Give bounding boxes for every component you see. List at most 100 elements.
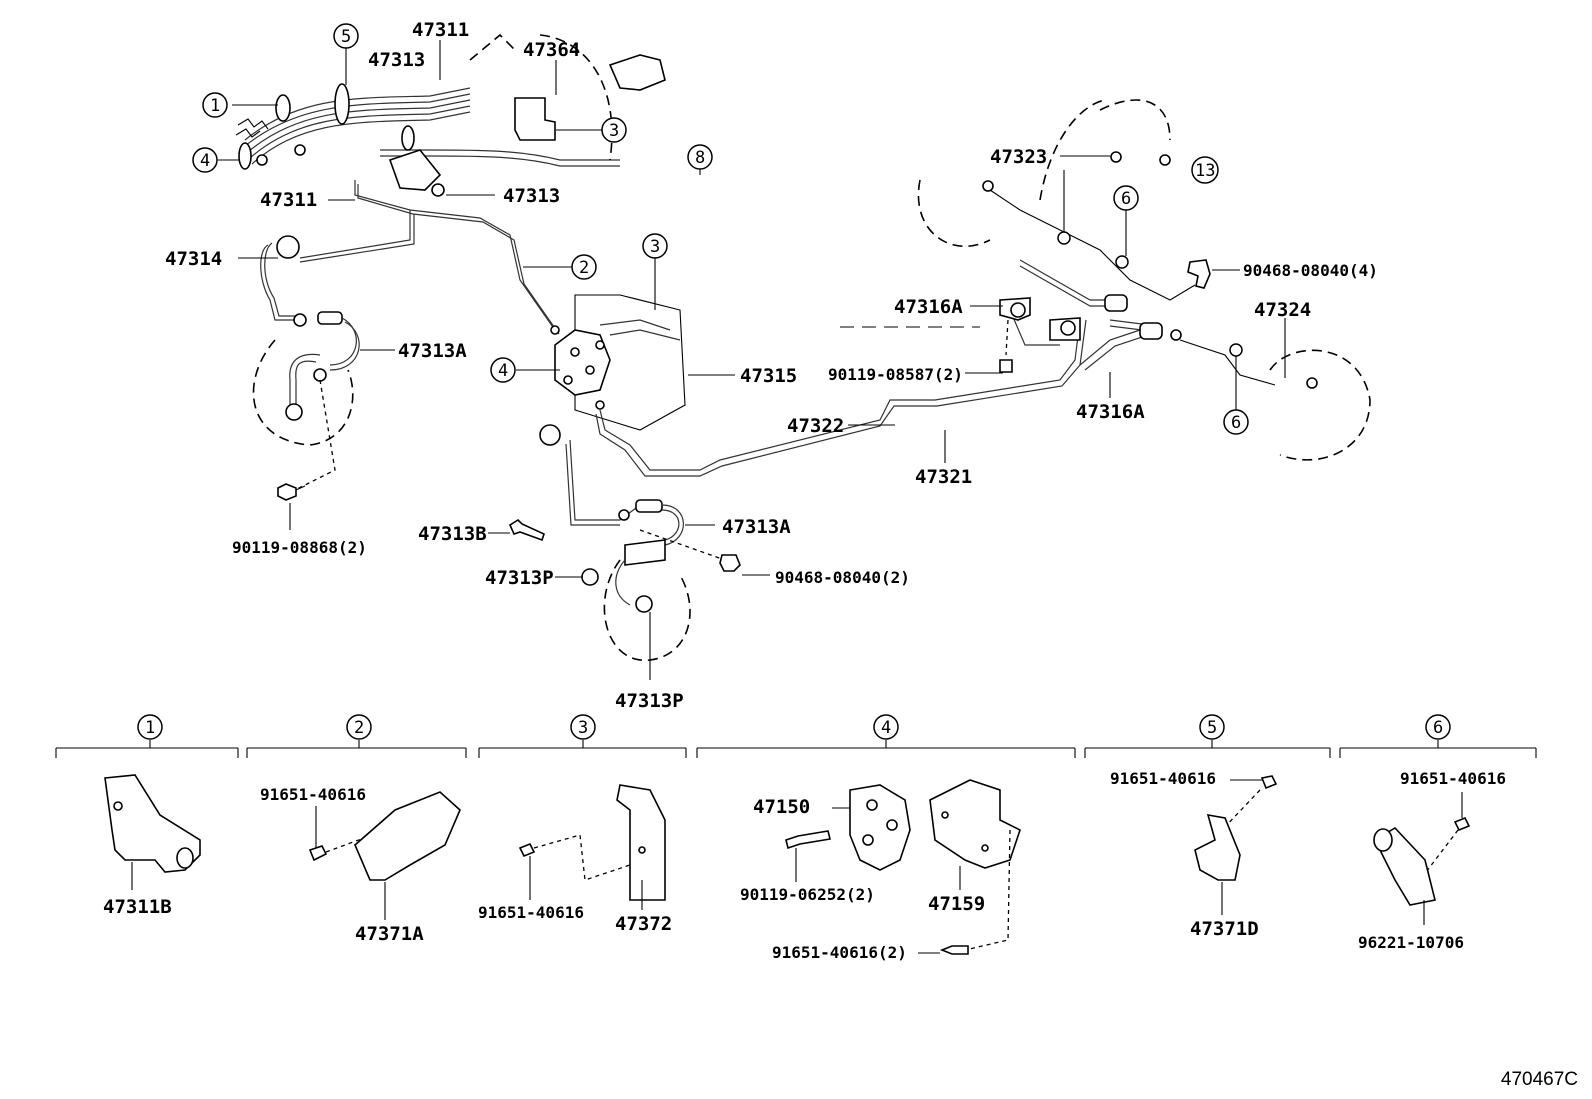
clamp-point (1229, 343, 1243, 357)
port (866, 799, 878, 811)
clamp-point (1115, 255, 1129, 269)
bracket-47364 (514, 97, 556, 141)
nut (431, 183, 445, 197)
label-96221-10706: 96221-10706 (1358, 933, 1464, 952)
hole (113, 801, 123, 811)
banjo (285, 403, 303, 421)
label-90119-08587: 90119-08587(2) (828, 365, 963, 384)
label-47316A: 47316A (1076, 401, 1145, 423)
rear-area (840, 99, 1371, 461)
label-47314: 47314 (165, 248, 222, 270)
label-90119-06252: 90119-06252(2) (740, 885, 875, 904)
bolt-90119-08587 (999, 359, 1013, 373)
label-91651-40616: 91651-40616 (478, 903, 584, 922)
clamp-5 (334, 83, 350, 125)
pipes-left (252, 180, 560, 501)
label-47323: 47323 (990, 146, 1047, 168)
leader-lines (218, 40, 1286, 680)
callout-4: 4 (200, 151, 210, 171)
bolt-90119-06252 (785, 830, 831, 850)
nut (1110, 151, 1122, 163)
bracket-47313 (388, 149, 442, 191)
valve-47150 (554, 329, 611, 396)
callouts: 1 4 5 3 8 2 3 4 13 6 6 (192, 23, 1249, 435)
nut (1170, 329, 1182, 341)
label-47322: 47322 (787, 415, 844, 437)
bracket-hose (624, 539, 666, 566)
port (563, 375, 573, 385)
bolt-47313B (508, 518, 545, 542)
fitting (1060, 320, 1076, 336)
clip-90468-4 (1187, 259, 1211, 289)
clamp-top (401, 125, 415, 151)
part-labels: 47311 47313 47364 47311 47313 47314 4731… (165, 19, 1378, 712)
port (862, 834, 874, 846)
label-47311: 47311 (412, 19, 469, 41)
hole (941, 811, 949, 819)
bolt-91651 (939, 945, 969, 955)
label-91651-40616: 91651-40616 (1400, 769, 1506, 788)
nut (550, 325, 560, 335)
bracket-47371A (354, 791, 461, 881)
label-47324: 47324 (1254, 299, 1311, 321)
pipe-bundle-top (235, 33, 666, 197)
label-47150: 47150 (753, 796, 810, 818)
valve-area (508, 294, 1087, 661)
label-91651-40616: 91651-40616(2) (772, 943, 907, 962)
nut (256, 154, 268, 166)
label-47364: 47364 (523, 39, 580, 61)
connector-top (608, 54, 666, 91)
group-5-number: 5 (1207, 718, 1217, 738)
hose-fitting-rear (1139, 322, 1163, 340)
port (886, 819, 898, 831)
callout-6: 6 (1231, 413, 1241, 433)
label-47371A: 47371A (355, 923, 424, 945)
callout-4: 4 (498, 361, 508, 381)
group-3-number: 3 (578, 718, 588, 738)
group-2-number: 2 (354, 718, 364, 738)
label-47313A: 47313A (398, 340, 467, 362)
label-47313P: 47313P (485, 567, 554, 589)
callout-13: 13 (1195, 161, 1215, 181)
group-1-number: 1 (145, 718, 155, 738)
bracket-47311B (104, 774, 201, 873)
label-90468-08040: 90468-08040(4) (1243, 261, 1378, 280)
nut (618, 509, 630, 521)
grommet-47313P (539, 424, 561, 446)
callout-6: 6 (1121, 189, 1131, 209)
group-brackets: 1 2 3 4 5 6 (55, 714, 1537, 758)
label-90468-08040: 90468-08040(2) (775, 568, 910, 587)
clamp-point (1057, 231, 1071, 245)
hole (981, 844, 989, 852)
grommet-47314 (276, 235, 300, 259)
label-47371D: 47371D (1190, 918, 1259, 940)
callout-3: 3 (650, 237, 660, 257)
nut (293, 313, 307, 327)
nut (982, 180, 994, 192)
valve-47150 (849, 784, 911, 871)
bolt-91651 (1453, 816, 1471, 832)
hose-fitting (317, 311, 343, 325)
label-47316A: 47316A (894, 296, 963, 318)
hose-fitting (635, 499, 663, 513)
bracket-47159 (929, 779, 1021, 869)
port (585, 365, 595, 375)
bracket-47371D (1194, 813, 1241, 881)
label-47311B: 47311B (103, 896, 172, 918)
clip-90468 (719, 554, 741, 572)
label-47315: 47315 (740, 365, 797, 387)
group-4-number: 4 (881, 718, 891, 738)
callout-2: 2 (579, 258, 589, 278)
label-47313P: 47313P (615, 690, 684, 712)
grommet (635, 595, 653, 613)
bracket-47372 (616, 784, 666, 901)
label-47313: 47313 (503, 185, 560, 207)
label-47321: 47321 (915, 466, 972, 488)
clamp-1 (275, 94, 291, 122)
hose-fitting-rear (1104, 294, 1128, 312)
nut (1306, 377, 1318, 389)
label-47313: 47313 (368, 49, 425, 71)
group-parts: 47311B 91651-40616 47371A 91651-40616 47… (103, 769, 1506, 962)
callout-8: 8 (695, 148, 705, 168)
bolt-91651 (308, 845, 328, 862)
